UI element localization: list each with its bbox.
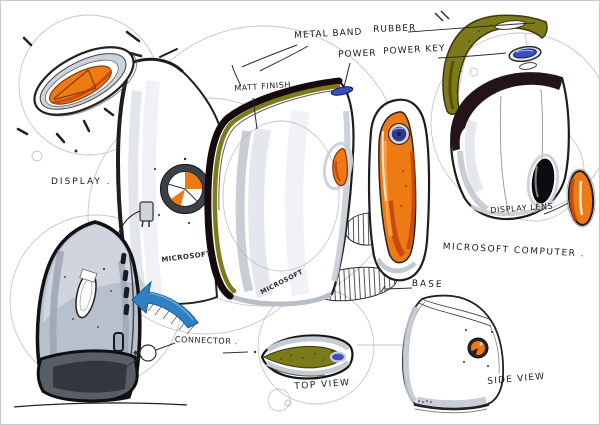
display-lens-part	[566, 168, 596, 228]
charcoal-band	[451, 73, 562, 151]
connector-leader	[118, 342, 257, 373]
leader-lines	[231, 22, 569, 293]
display-knob	[467, 337, 489, 359]
display-dial	[154, 157, 214, 224]
power-key-top	[329, 351, 347, 363]
top-view-sketch	[260, 334, 354, 380]
display-opening	[526, 153, 560, 209]
side-view-sketch	[402, 294, 505, 414]
power-key-part	[508, 45, 542, 63]
display-detail-sketch	[16, 30, 143, 153]
label-display: DISPLAY .	[51, 177, 112, 187]
rubber-band-edge	[212, 83, 341, 294]
radial-ticks	[16, 30, 143, 144]
profile-lens-sketch	[367, 98, 431, 282]
label-rubber: RUBBER	[373, 23, 417, 35]
label-power: POWER	[338, 48, 377, 60]
edge-lens	[322, 141, 354, 191]
blue-arrow-icon	[131, 280, 199, 329]
ground-line	[13, 10, 450, 408]
back-view-sketch	[35, 220, 257, 403]
power-pill	[330, 86, 354, 96]
main-front-view-sketch	[204, 77, 355, 307]
power-key-button	[388, 123, 410, 145]
connector-ports	[113, 253, 130, 352]
exploded-view-sketch	[442, 14, 596, 228]
metal-band-edge	[204, 77, 343, 300]
label-base: BASE	[411, 279, 444, 291]
